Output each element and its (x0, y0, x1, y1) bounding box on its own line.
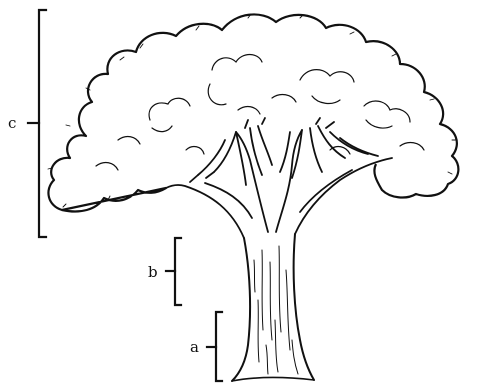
label-a: a (190, 338, 199, 356)
label-c: c (8, 114, 16, 132)
bracket-b (166, 238, 181, 305)
tree-branches (166, 118, 392, 238)
label-b: b (148, 263, 158, 281)
tree-trunk (232, 234, 314, 381)
bracket-c (28, 10, 46, 237)
tree-canopy (48, 14, 458, 212)
bracket-a (207, 312, 222, 381)
